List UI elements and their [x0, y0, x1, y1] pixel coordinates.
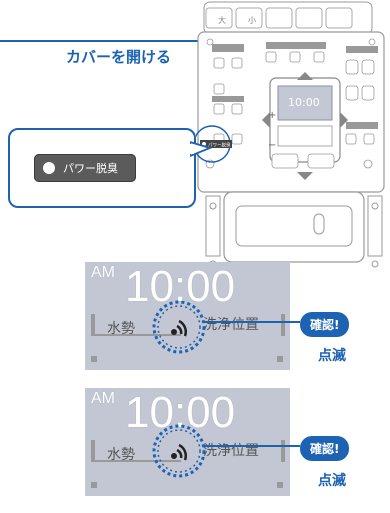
lcd-water-pressure-label-2: 水勢 [107, 447, 135, 463]
lcd-am-1: AM [91, 264, 115, 281]
pointer-line-1 [204, 321, 300, 323]
header-rule [0, 40, 210, 42]
lcd-water-pressure-label-1: 水勢 [107, 321, 135, 337]
lcd-wash-position-label-2: 洗浄位置 [203, 443, 259, 459]
power-indicator-icon [43, 162, 55, 174]
deodorize-blink-icon-2 [152, 424, 206, 478]
svg-text:−: − [268, 140, 276, 151]
svg-text:+: + [268, 110, 276, 121]
blink-status-2: 点滅 [318, 473, 346, 489]
remote-power-label: パワー脱臭 [208, 142, 231, 149]
tab-small-label: 小 [248, 16, 256, 25]
lcd-time-2: 10:00 [125, 388, 236, 437]
remote-control-illustration: 大 小 10:00 + − [196, 1, 385, 268]
power-deodorize-label: パワー脱臭 [63, 162, 118, 175]
power-deodorize-button[interactable]: パワー脱臭 [34, 154, 136, 182]
lcd-wash-position-label-1: 洗浄位置 [203, 317, 259, 333]
lcd-time-1: 10:00 [125, 262, 236, 311]
deodorize-blink-icon [152, 300, 206, 354]
pointer-line-2 [204, 445, 300, 447]
page-title: カバーを開ける [66, 48, 172, 66]
tab-large-label: 大 [218, 15, 226, 25]
callout-pointer [190, 141, 212, 157]
remote-lcd-time: 10:00 [288, 96, 320, 109]
lcd-display-2: AM 10:00 水勢 洗浄位置 [85, 388, 290, 496]
lcd-am-2: AM [91, 390, 115, 407]
blink-status-1: 点滅 [318, 348, 346, 364]
confirm-badge-1: 確認! [300, 312, 350, 337]
confirm-badge-2: 確認! [300, 436, 350, 461]
